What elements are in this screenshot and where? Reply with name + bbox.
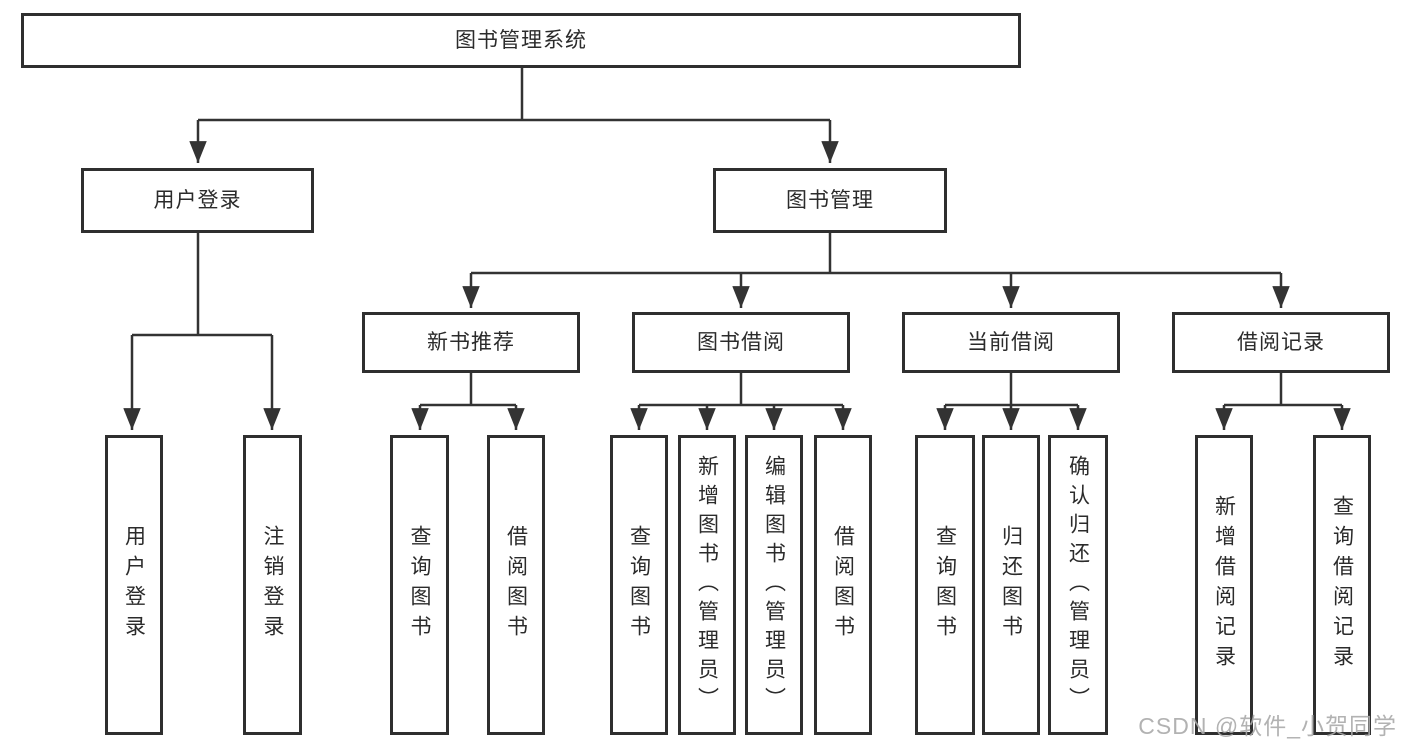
csdn-watermark: CSDN @软件_小贺同学 bbox=[1138, 713, 1397, 739]
node-book-management: 图书管理 bbox=[713, 168, 947, 233]
node-borrowing-records: 借阅记录 bbox=[1172, 312, 1390, 373]
connector-borrow-record-trunk bbox=[1224, 373, 1342, 407]
leaf-bb-query-books: 查询图书 bbox=[610, 435, 668, 735]
connector-root-trunk bbox=[198, 68, 830, 122]
leaf-logout: 注销登录 bbox=[243, 435, 302, 735]
node-user-login: 用户登录 bbox=[81, 168, 314, 233]
connector-book-mgmt-trunk bbox=[471, 233, 1281, 275]
leaf-cb-confirm-return-admin: 确认归还（管理员） bbox=[1048, 435, 1108, 735]
node-book-borrowing: 图书借阅 bbox=[632, 312, 850, 373]
leaf-cb-return-books: 归还图书 bbox=[982, 435, 1040, 735]
leaf-br-add-record: 新增借阅记录 bbox=[1195, 435, 1253, 735]
leaf-cb-query-books: 查询图书 bbox=[915, 435, 975, 735]
connector-current-borrow-trunk bbox=[945, 373, 1078, 407]
node-current-borrowing: 当前借阅 bbox=[902, 312, 1120, 373]
leaf-nb-borrow-books: 借阅图书 bbox=[487, 435, 545, 735]
connector-book-borrow-trunk bbox=[639, 373, 843, 407]
leaf-user-login: 用户登录 bbox=[105, 435, 163, 735]
node-new-book-recommend: 新书推荐 bbox=[362, 312, 580, 373]
connector-user-login-trunk bbox=[132, 233, 272, 337]
node-library-management-system: 图书管理系统 bbox=[21, 13, 1021, 68]
leaf-bb-add-books-admin: 新增图书（管理员） bbox=[678, 435, 736, 735]
leaf-br-query-record: 查询借阅记录 bbox=[1313, 435, 1371, 735]
connector-new-book-rec-trunk bbox=[420, 373, 516, 407]
leaf-bb-borrow-books: 借阅图书 bbox=[814, 435, 872, 735]
leaf-bb-edit-books-admin: 编辑图书（管理员） bbox=[745, 435, 803, 735]
leaf-nb-query-books: 查询图书 bbox=[390, 435, 449, 735]
